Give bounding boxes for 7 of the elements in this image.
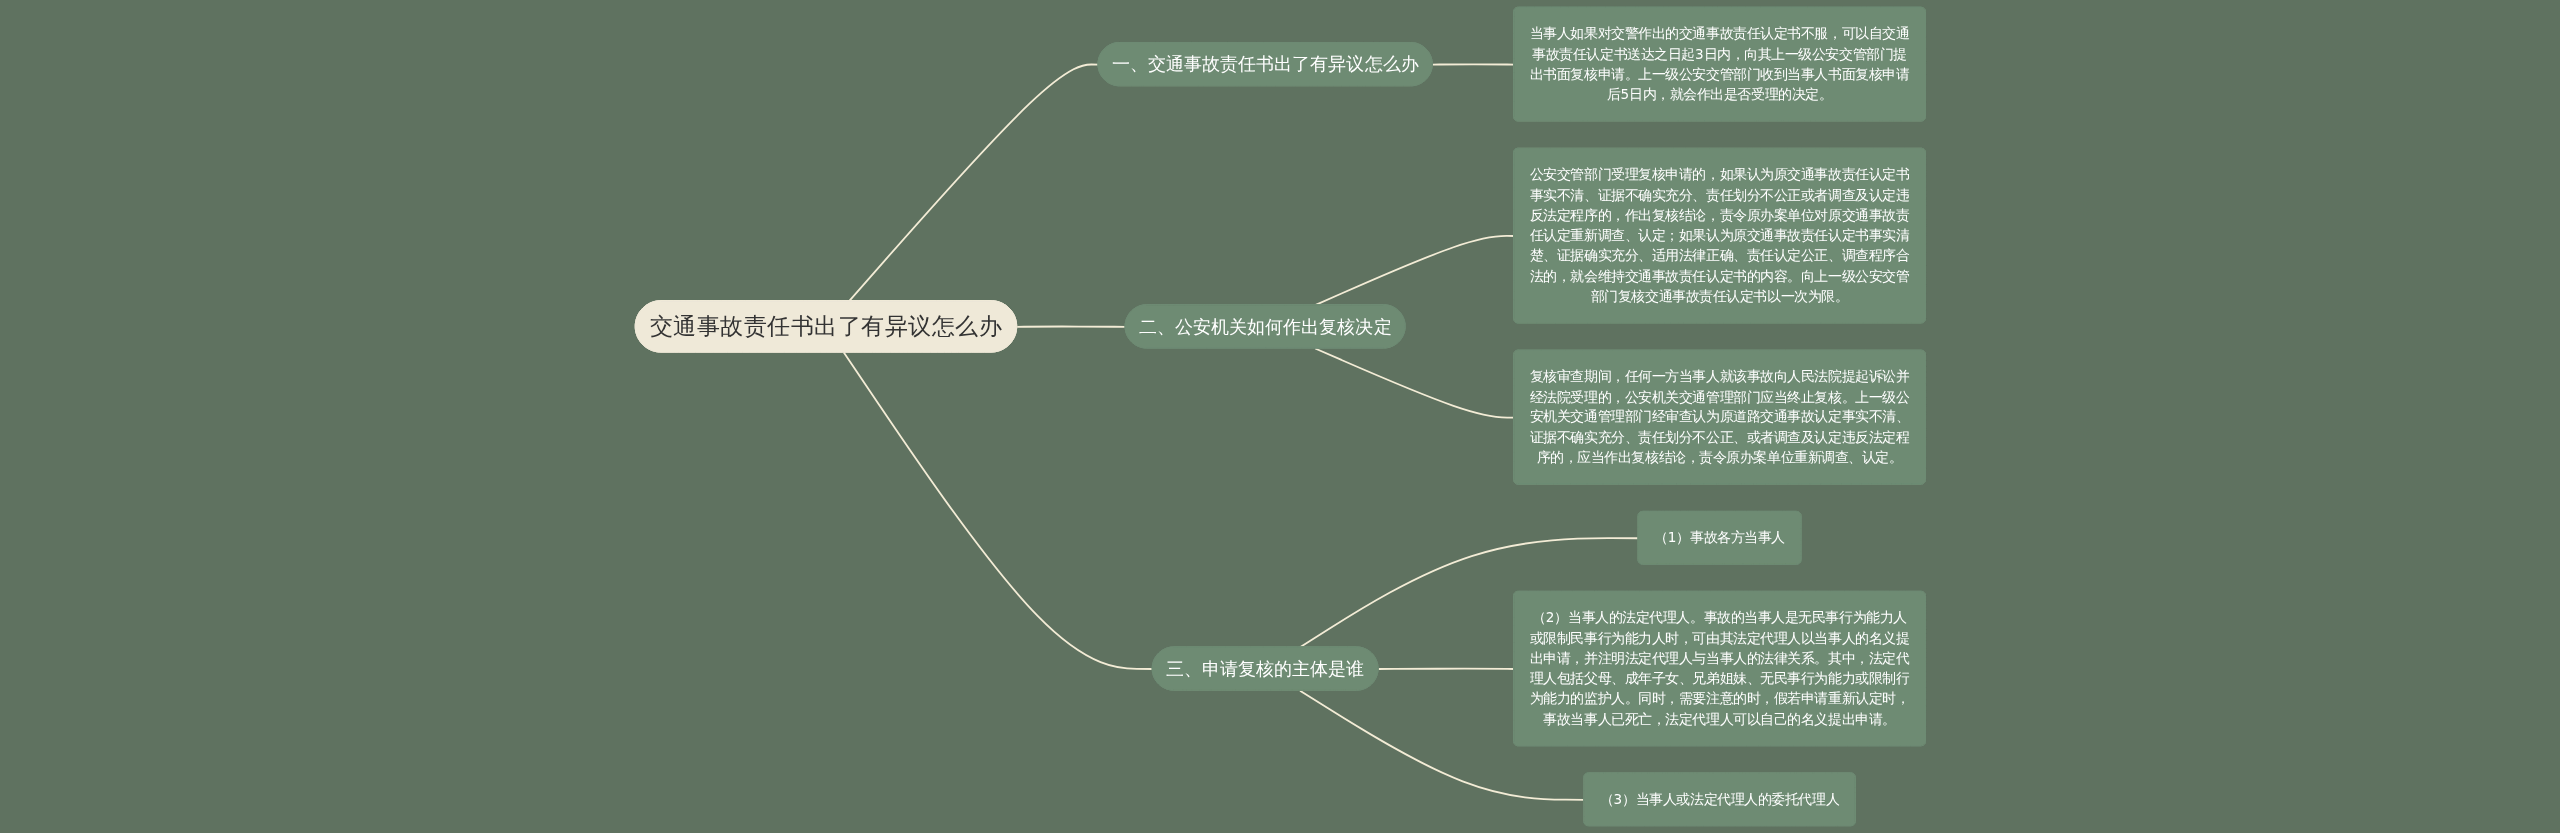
- connector: [1377, 667, 1515, 670]
- connector: [847, 63, 1099, 302]
- connector: [842, 351, 1154, 670]
- connector: [1431, 63, 1515, 66]
- connector: [1298, 689, 1585, 801]
- connector: [1313, 347, 1515, 419]
- connector: [1015, 325, 1127, 328]
